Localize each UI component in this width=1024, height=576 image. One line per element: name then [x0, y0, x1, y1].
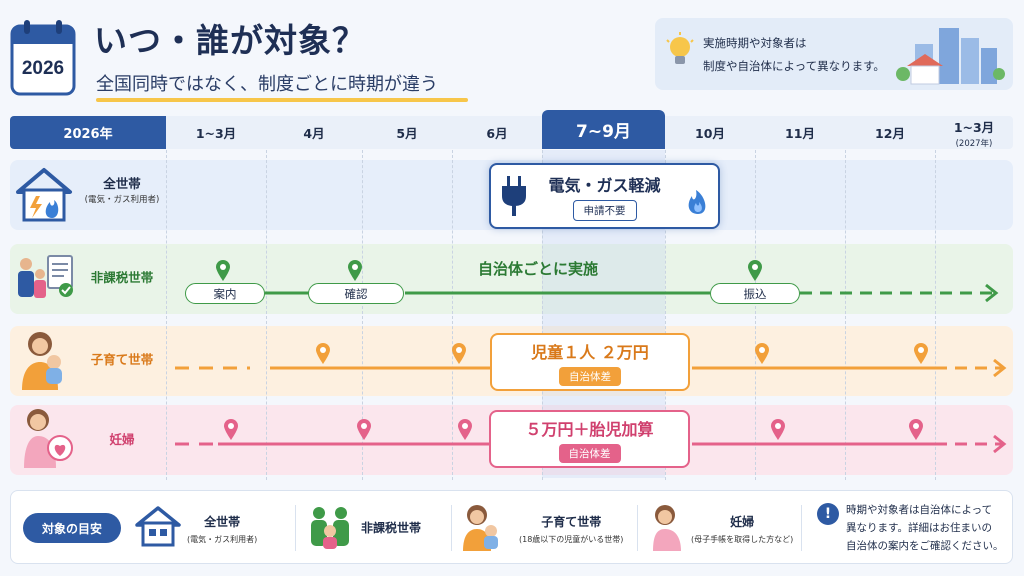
pregnant-woman-icon [24, 409, 73, 468]
pin-icon [316, 343, 330, 364]
pin-icon [357, 419, 371, 440]
lightbulb-icon [666, 32, 694, 64]
grid-line [935, 150, 936, 480]
pin-icon [458, 419, 472, 440]
energy-relief-box: 電気・ガス軽減 申請不要 [489, 163, 720, 229]
legend-label-child: 子育て世帯 (18歳以下の児童がいる世帯) [519, 515, 624, 544]
house-energy-icon [16, 168, 72, 222]
energy-relief-title: 電気・ガス軽減 [548, 175, 661, 195]
row-label-all: 全世帯 (電気・ガス利用者) [84, 176, 160, 205]
month-1: 1~3月 [195, 126, 237, 141]
pregnant-benefit-title: ５万円＋胎児加算 [525, 419, 654, 439]
no-application-tag: 申請不要 [572, 199, 637, 221]
flame-icon [688, 190, 706, 214]
step-guide: 案内 [185, 283, 265, 304]
nontax-track [265, 283, 999, 303]
child-benefit-box: 児童１人 ２万円 自治体差 [490, 333, 690, 391]
info-icon: ! [817, 503, 839, 525]
legend-divider [801, 505, 802, 551]
town-illustration-icon [896, 28, 1005, 85]
month-6: 10月 [695, 126, 725, 141]
year-label: 2026年 [10, 116, 166, 149]
pregnant-woman-icon [653, 505, 681, 551]
row-label-pregnant: 妊婦 [109, 432, 135, 447]
row-label-child: 子育て世帯 [90, 352, 154, 367]
month-header: 2026年 1~3月 4月 5月 6月 10月 11月 12月 1~3月 (20… [10, 110, 1013, 149]
nontax-caption: 自治体ごとに実施 [478, 260, 599, 278]
grid-line [755, 150, 756, 480]
pin-icon [452, 343, 466, 364]
legend-title: 対象の目安 [23, 513, 121, 543]
legend-divider [637, 505, 638, 551]
month-9: 1~3月 (2027年) [953, 119, 995, 149]
pin-icon [348, 260, 362, 281]
pin-icon [755, 343, 769, 364]
step-confirm: 確認 [308, 283, 404, 304]
subtitle-underline [96, 98, 468, 102]
family-icon [311, 507, 349, 549]
grid-line [665, 150, 666, 480]
parent-child-icon [463, 505, 498, 551]
month-highlight: 7~9月 [542, 110, 665, 149]
grid-line [452, 150, 453, 480]
pin-icon [224, 419, 238, 440]
grid-line [266, 150, 267, 480]
grid-line [845, 150, 846, 480]
child-benefit-title: 児童１人 ２万円 [531, 342, 649, 362]
legend-divider [451, 505, 452, 551]
calendar-icon: 2026 [10, 20, 76, 96]
legend-note: 時期や対象者は自治体によって 異なります。詳細はお住まいの 自治体の案内をご確認… [846, 504, 1004, 552]
calendar-year: 2026 [22, 58, 64, 79]
family-document-icon [18, 255, 73, 298]
month-2: 4月 [303, 126, 325, 141]
month-4: 6月 [486, 126, 508, 141]
legend-label-pregnant: 妊婦 (母子手帳を取得した方など) [691, 515, 794, 544]
child-track [175, 358, 1007, 378]
note-text: 実施時期や対象者は 制度や自治体によって異なります。 [703, 36, 885, 73]
legend-item-all: 全世帯 (電気・ガス利用者) [135, 503, 295, 553]
legend-divider [295, 505, 296, 551]
month-7: 11月 [785, 126, 815, 141]
legend: 対象の目安 全世帯 (電気・ガス利用者) 非課税世帯 [10, 490, 1013, 564]
house-icon [135, 506, 181, 547]
pin-icon [748, 260, 762, 281]
legend-item-pregnant: 妊婦 (母子手帳を取得した方など) [647, 503, 797, 553]
pin-icon [914, 343, 928, 364]
plug-icon [502, 176, 526, 216]
pin-icon [216, 260, 230, 281]
month-3: 5月 [396, 126, 418, 141]
info-note: 実施時期や対象者は 制度や自治体によって異なります。 [655, 18, 1013, 90]
step-transfer: 振込 [710, 283, 800, 304]
row-label-nontax: 非課税世帯 [90, 270, 154, 285]
grid-line [166, 150, 167, 480]
pregnant-municipal-tag: 自治体差 [558, 443, 621, 463]
legend-label-all: 全世帯 (電気・ガス利用者) [187, 515, 258, 544]
page-title: いつ・誰が対象？ [94, 21, 366, 60]
grid-line [362, 150, 363, 480]
child-municipal-tag: 自治体差 [559, 366, 621, 386]
legend-item-nontax: 非課税世帯 [307, 503, 437, 553]
pin-icon [771, 419, 785, 440]
page-subtitle: 全国同時ではなく、制度ごとに時期が違う [96, 74, 438, 95]
month-8: 12月 [875, 126, 905, 141]
pin-icon [909, 419, 923, 440]
pregnant-track [175, 434, 1007, 454]
legend-label-nontax: 非課税世帯 [361, 521, 422, 535]
legend-item-child: 子育て世帯 (18歳以下の児童がいる世帯) [459, 503, 629, 553]
parent-child-icon [22, 332, 62, 390]
pregnant-benefit-box: ５万円＋胎児加算 自治体差 [489, 410, 690, 468]
grid-line [542, 150, 543, 480]
